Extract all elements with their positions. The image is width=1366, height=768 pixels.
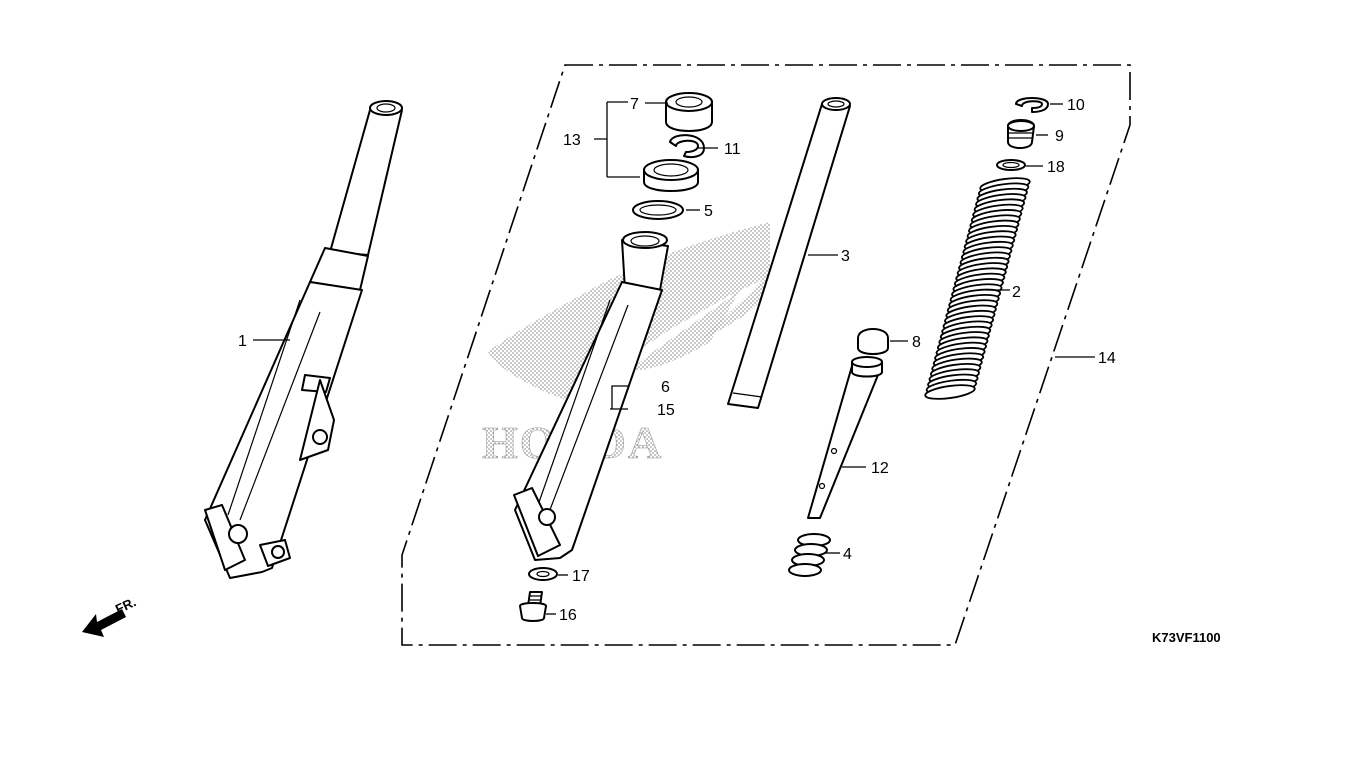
fork-spring	[924, 177, 1031, 400]
sealing-washer	[528, 567, 558, 581]
callout-9: 9	[1055, 128, 1064, 145]
socket-bolt	[519, 591, 547, 622]
front-direction-arrow: FR.	[82, 594, 138, 637]
o-ring	[996, 159, 1026, 171]
callout-2: 2	[1012, 284, 1021, 301]
callout-11: 11	[724, 141, 741, 158]
assembly-boundary	[401, 64, 1131, 646]
callout-13: 13	[563, 132, 581, 149]
oil-seal	[643, 159, 699, 192]
callout-15: 15	[657, 402, 675, 419]
callout-8: 8	[912, 334, 921, 351]
retaining-ring	[632, 200, 684, 220]
callout-6: 6	[661, 379, 670, 396]
callout-12: 12	[871, 460, 889, 477]
callout-10: 10	[1067, 97, 1085, 114]
spring-clip	[1015, 97, 1049, 113]
callout-5: 5	[704, 203, 713, 220]
callout-4: 4	[843, 546, 852, 563]
callout-labels: 1 2 3 4 5 6 7 8 9 10 11 12 13 14 15 16 1…	[238, 96, 1116, 624]
fork-bottom-case	[513, 231, 669, 561]
leader-lines	[253, 101, 1095, 615]
spring-seat	[1007, 119, 1035, 149]
front-fork-assembly	[204, 100, 403, 579]
dust-seal	[665, 92, 713, 132]
callout-7: 7	[630, 96, 639, 113]
fork-piston	[807, 356, 883, 519]
circlip	[669, 134, 705, 158]
rebound-spring	[788, 533, 831, 577]
diagram-code: K73VF1100	[1152, 630, 1221, 645]
callout-17: 17	[572, 568, 590, 585]
callout-18: 18	[1047, 159, 1065, 176]
callout-1: 1	[238, 333, 247, 350]
callout-3: 3	[841, 248, 850, 265]
fork-pipe	[727, 97, 851, 409]
callout-16: 16	[559, 607, 577, 624]
piston-ring	[857, 328, 889, 355]
front-direction-label: FR.	[113, 594, 138, 616]
callout-14: 14	[1098, 350, 1116, 367]
